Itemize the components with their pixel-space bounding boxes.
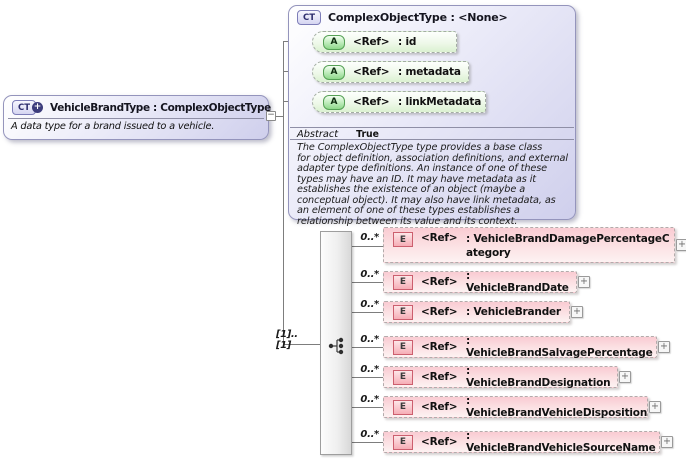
connector-line [352, 246, 383, 247]
cardinality-label: 0..* [360, 334, 379, 345]
cardinality-label: 0..* [360, 364, 379, 375]
element-vehicle-brand-designation[interactable]: E <Ref> : VehicleBrandDesignation [383, 365, 618, 389]
connector-line [276, 116, 284, 117]
abstract-value: True [356, 129, 379, 140]
abstract-row: Abstract True [297, 129, 379, 140]
connector-line [352, 377, 383, 378]
element-ref-label: <Ref> [421, 341, 458, 353]
sequence-cardinality: [1]..[1] [276, 329, 298, 351]
element-name: : VehicleBrandSalvagePercentage [466, 335, 653, 359]
attribute-id[interactable]: A <Ref> : id [312, 31, 457, 53]
attribute-ref-label: <Ref> [353, 96, 390, 108]
divider [290, 139, 574, 140]
element-icon: E [393, 232, 413, 247]
cardinality-label: 0..* [360, 232, 379, 243]
connector-line [283, 344, 320, 345]
attribute-link-metadata[interactable]: A <Ref> : linkMetadata [312, 91, 486, 113]
element-vehicle-brand-salvage-percentage[interactable]: E <Ref> : VehicleBrandSalvagePercentage [383, 335, 657, 359]
attribute-name: : linkMetadata [398, 96, 482, 108]
type-annotation: A data type for a brand issued to a vehi… [11, 121, 215, 132]
element-ref-label: <Ref> [421, 232, 458, 244]
base-box-description: The ComplexObjectType type provides a ba… [297, 142, 568, 227]
element-name: : VehicleBrandVehicleSourceName [466, 430, 656, 454]
attribute-ref-label: <Ref> [353, 36, 390, 48]
element-icon: E [393, 274, 413, 290]
connector-line [352, 407, 383, 408]
vehicle-brand-type-box[interactable]: CT + VehicleBrandType : ComplexObjectTyp… [3, 95, 271, 140]
element-name: : VehicleBrandDesignation [466, 365, 611, 389]
type-box-title: VehicleBrandType : ComplexObjectType [50, 101, 271, 114]
collapse-toggle[interactable]: − [266, 110, 276, 121]
divider [290, 127, 574, 128]
element-name: : VehicleBrandDate [466, 270, 569, 294]
element-vehicle-brander[interactable]: E <Ref> : VehicleBrander [383, 301, 570, 323]
expand-icon[interactable]: + [578, 276, 590, 288]
cardinality-label: 0..* [360, 269, 379, 280]
element-icon: E [393, 339, 413, 355]
element-vehicle-brand-vehicle-disposition[interactable]: E <Ref> : VehicleBrandVehicleDisposition [383, 395, 648, 419]
attribute-name: : id [398, 36, 417, 48]
element-vehicle-brand-damage-percentage-category[interactable]: E <Ref> : VehicleBrandDamagePercentageCa… [383, 227, 675, 263]
connector-line [352, 347, 383, 348]
expand-icon[interactable]: + [676, 239, 686, 251]
derived-plus-icon: + [32, 102, 43, 113]
cardinality-label: 0..* [360, 394, 379, 405]
element-ref-label: <Ref> [421, 371, 458, 383]
attribute-metadata[interactable]: A <Ref> : metadata [312, 61, 469, 83]
element-ref-label: <Ref> [421, 436, 458, 448]
connector-line [352, 282, 383, 283]
cardinality-label: 0..* [360, 429, 379, 440]
attribute-name: : metadata [398, 66, 461, 78]
divider [8, 118, 264, 119]
element-icon: E [393, 399, 413, 415]
element-vehicle-brand-vehicle-source-name[interactable]: E <Ref> : VehicleBrandVehicleSourceName [383, 430, 660, 454]
attribute-icon: A [323, 94, 345, 110]
abstract-label: Abstract [297, 129, 339, 140]
complex-type-icon: CT [297, 10, 321, 25]
element-ref-label: <Ref> [421, 306, 458, 318]
connector-line [283, 41, 284, 345]
expand-icon[interactable]: + [571, 306, 583, 318]
element-icon: E [393, 434, 413, 450]
complex-object-type-box[interactable]: CT ComplexObjectType : <None> A <Ref> : … [288, 5, 576, 226]
expand-icon[interactable]: + [658, 341, 670, 353]
expand-icon[interactable]: + [661, 436, 673, 448]
base-box-header: CT ComplexObjectType : <None> [297, 10, 508, 25]
attribute-icon: A [323, 34, 345, 50]
attribute-ref-label: <Ref> [353, 66, 390, 78]
sequence-icon [328, 337, 344, 355]
element-name: : VehicleBrander [466, 306, 561, 318]
attribute-icon: A [323, 64, 345, 80]
element-ref-label: <Ref> [421, 276, 458, 288]
element-name: : VehicleBrandDamagePercentageCategory [466, 233, 670, 259]
element-vehicle-brand-date[interactable]: E <Ref> : VehicleBrandDate [383, 270, 577, 294]
cardinality-label: 0..* [360, 299, 379, 310]
connector-line [352, 312, 383, 313]
element-name: : VehicleBrandVehicleDisposition [466, 395, 648, 419]
element-icon: E [393, 369, 413, 385]
expand-icon[interactable]: + [649, 401, 661, 413]
element-icon: E [393, 304, 413, 320]
base-box-title: ComplexObjectType : <None> [328, 11, 508, 24]
expand-icon[interactable]: + [619, 371, 631, 383]
connector-line [352, 442, 383, 443]
element-ref-label: <Ref> [421, 401, 458, 413]
type-box-header: CT + VehicleBrandType : ComplexObjectTyp… [12, 100, 271, 115]
sequence-connector[interactable] [320, 231, 352, 455]
